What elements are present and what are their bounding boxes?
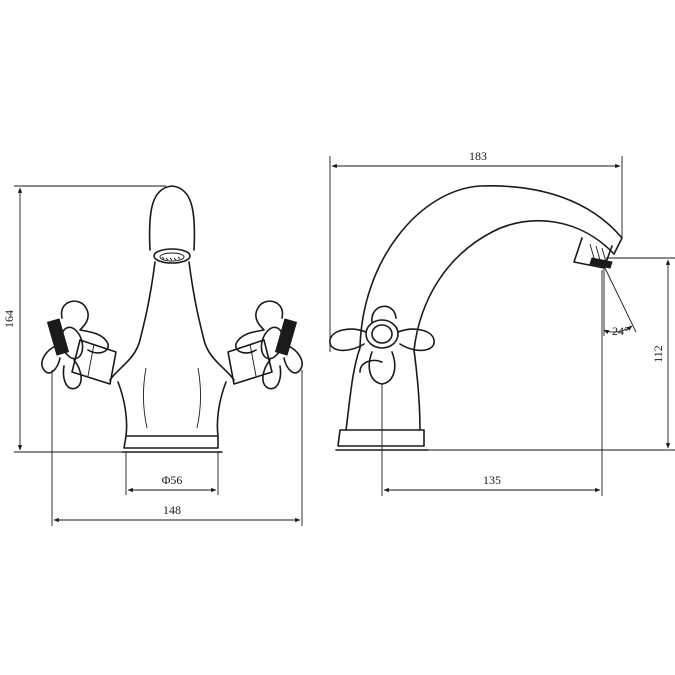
dim-base-diameter: Φ56 <box>162 473 183 487</box>
dim-angle-24: 24° <box>612 324 629 338</box>
right-valve-body <box>227 339 273 385</box>
front-spout-head <box>148 185 196 251</box>
right-cross-handle <box>235 300 303 390</box>
dim-width-148: 148 <box>163 503 181 517</box>
left-cross-handle <box>41 300 109 390</box>
front-view <box>41 185 303 453</box>
dim-height-164: 164 <box>2 310 16 328</box>
side-view <box>329 185 623 451</box>
side-spout <box>359 185 623 351</box>
left-valve-body <box>71 339 117 385</box>
side-dimensions: 183 112 135 24° <box>329 149 675 496</box>
dim-spout-height-112: 112 <box>651 345 665 363</box>
side-cross-handle <box>329 328 435 385</box>
aerator-ring <box>153 248 191 264</box>
front-base <box>123 435 219 449</box>
dim-depth-183: 183 <box>469 149 487 163</box>
front-body <box>109 261 235 381</box>
dim-reach-135: 135 <box>483 473 501 487</box>
front-dimensions: 164 Φ56 148 <box>2 185 303 526</box>
side-base <box>337 429 425 447</box>
side-handle-cap <box>365 319 399 349</box>
